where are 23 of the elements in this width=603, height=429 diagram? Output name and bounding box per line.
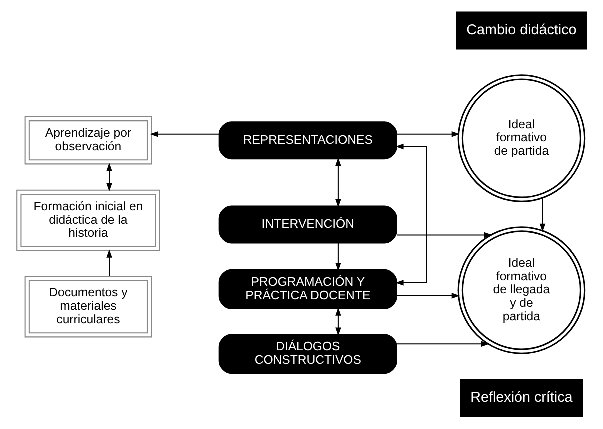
node-box: REPRESENTACIONES xyxy=(218,122,397,160)
node-box: Aprendizaje por observación xyxy=(24,116,152,165)
arrow xyxy=(539,198,546,232)
arrow xyxy=(396,341,490,347)
node-box: Formación inicial en didáctica de la historia xyxy=(16,190,160,252)
arrow xyxy=(395,144,427,286)
arrow xyxy=(396,232,492,238)
node-box: Documentos y materiales curriculares xyxy=(24,276,152,338)
arrow xyxy=(106,250,112,276)
node-circle: Ideal formativo de llegada y de partida xyxy=(457,226,586,354)
arrow xyxy=(335,308,341,336)
arrow xyxy=(335,243,341,272)
node-box: DIÁLOGOS CONSTRUCTIVOS xyxy=(218,334,397,374)
node-box: INTERVENCIÓN xyxy=(218,206,397,244)
node-box: PROGRAMACIÓN Y PRÁCTICA DOCENTE xyxy=(218,269,397,310)
arrow xyxy=(335,158,341,208)
node-box: Reflexión crítica xyxy=(460,379,583,418)
node-box: Cambio didáctico xyxy=(456,12,587,50)
arrow xyxy=(106,163,112,192)
node-circle: Ideal formativo de partida xyxy=(457,74,586,202)
arrow xyxy=(150,132,219,138)
arrow xyxy=(396,132,460,138)
arrow xyxy=(396,293,460,299)
